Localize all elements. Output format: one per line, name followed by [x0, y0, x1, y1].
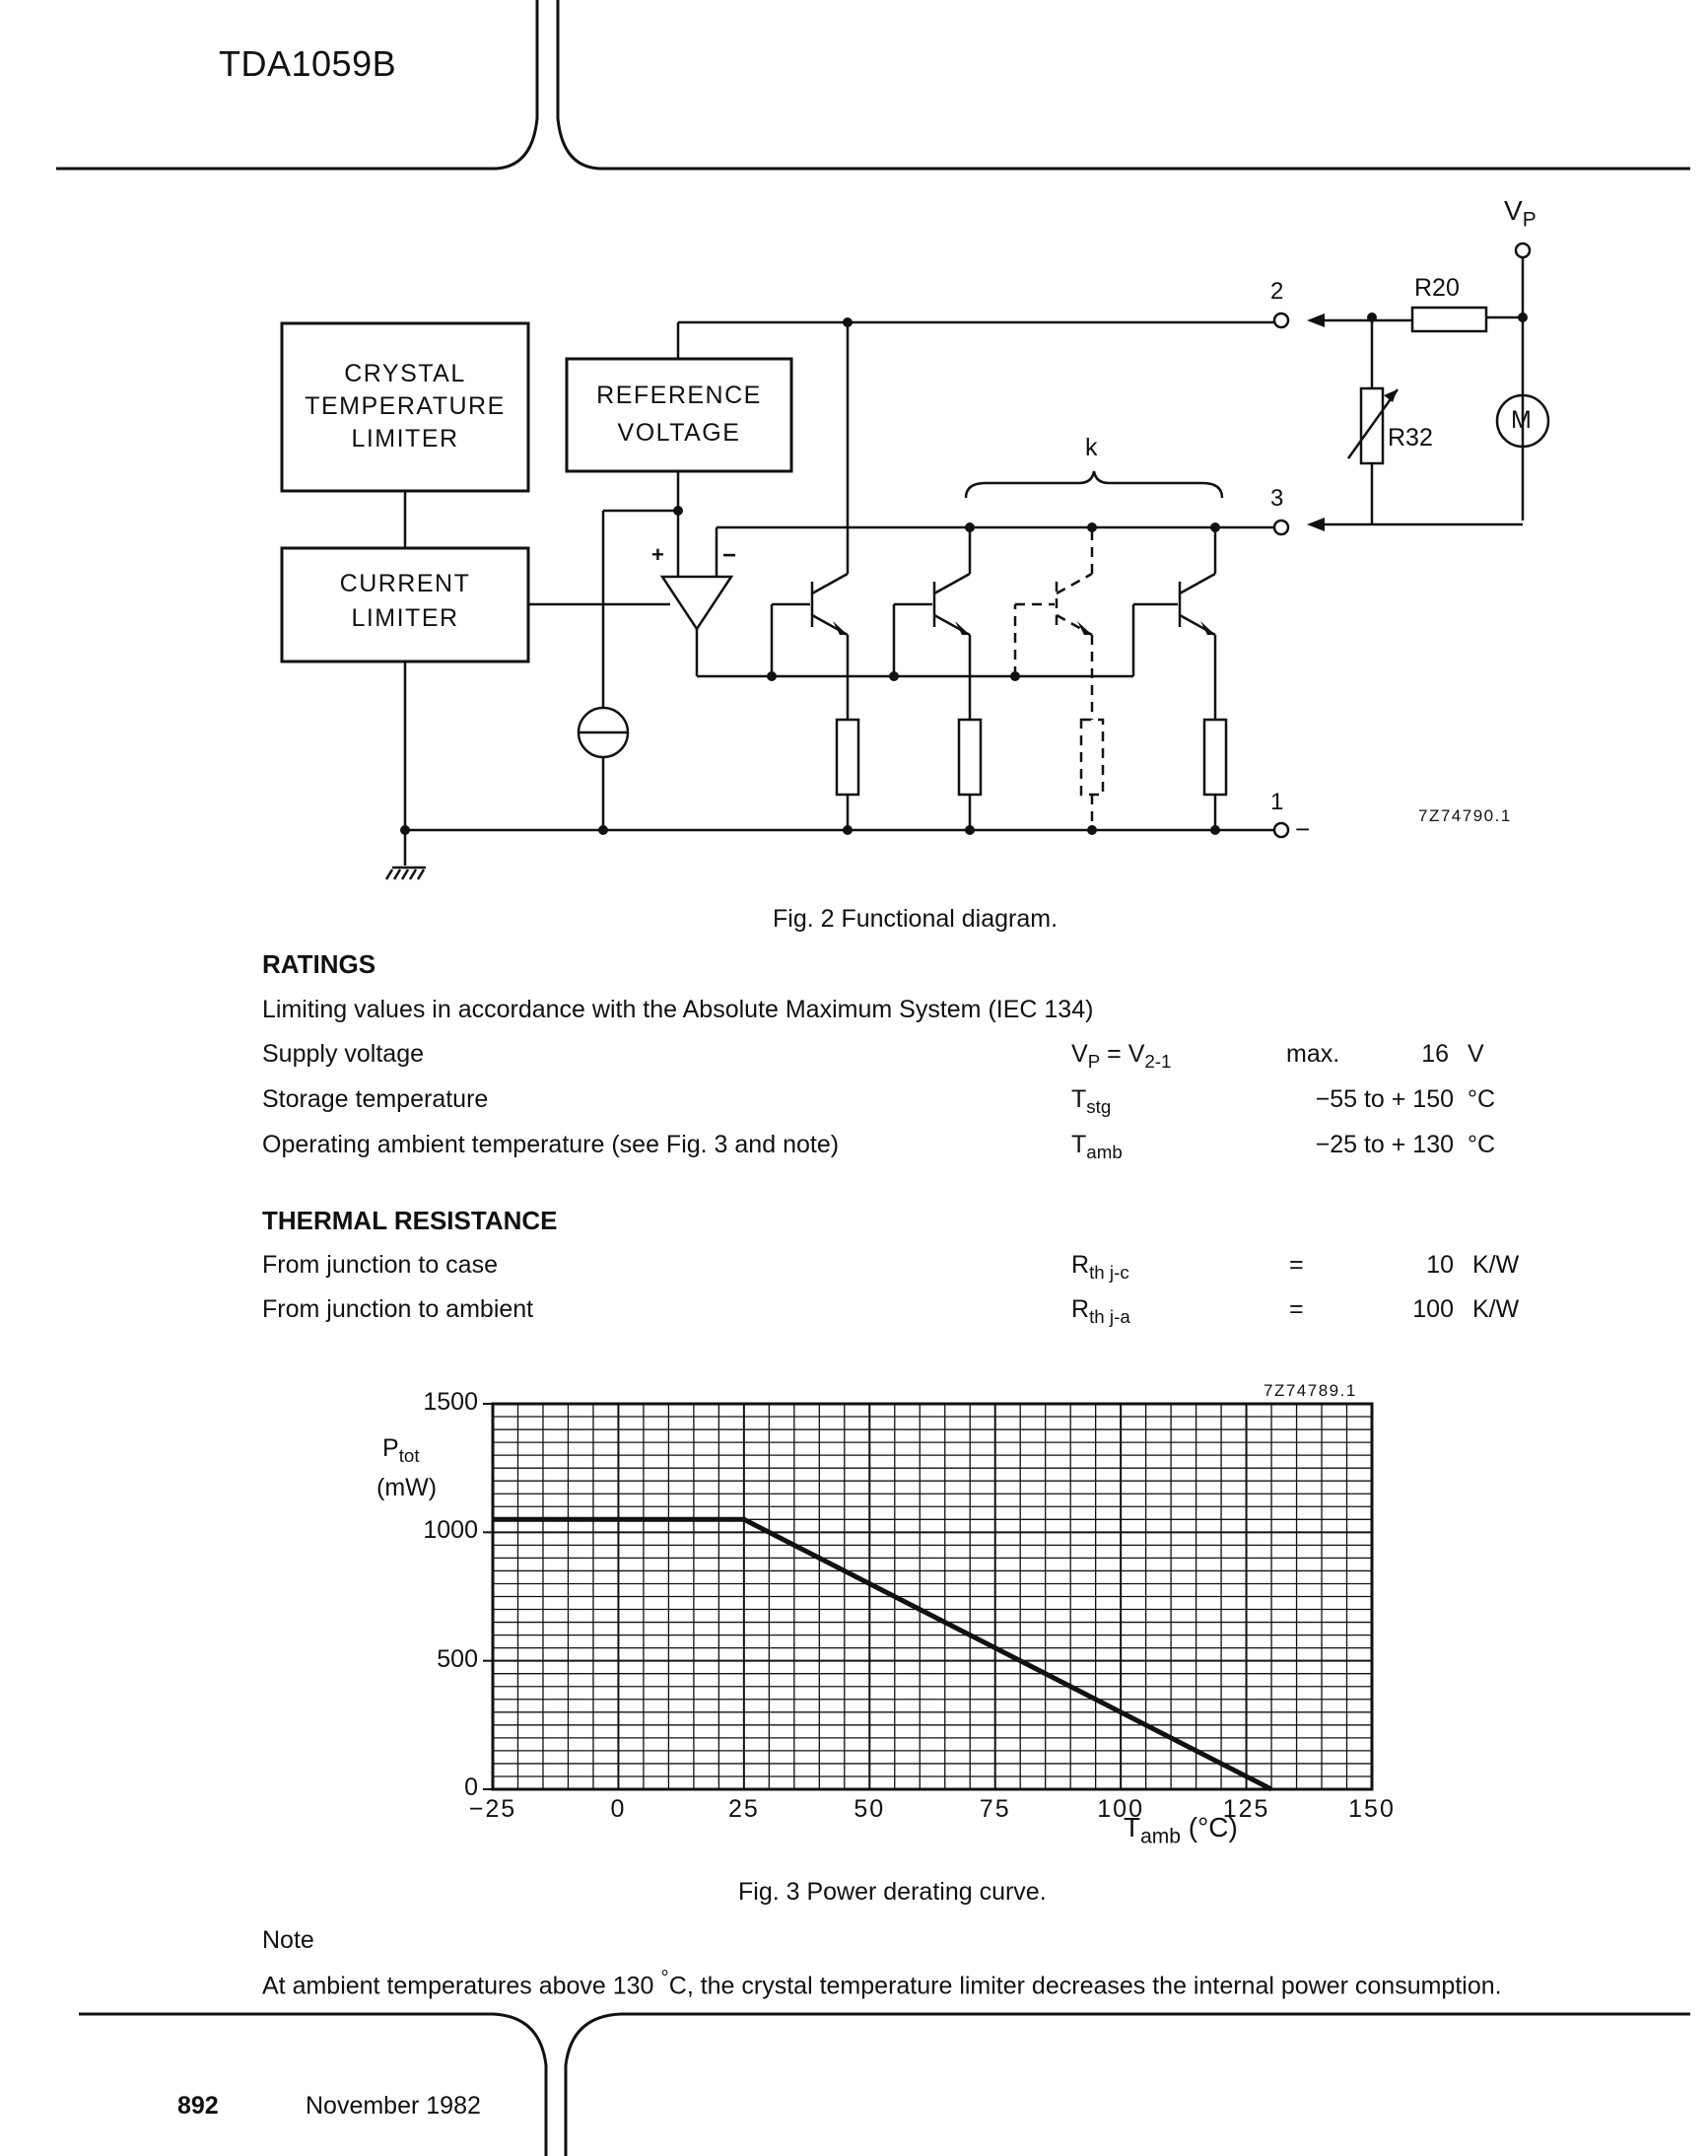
motor-label: M: [1511, 406, 1532, 434]
r20-label: R20: [1414, 274, 1460, 302]
rating-symbol: VP = V2-1: [1071, 1040, 1172, 1072]
x-tick-label: 75: [979, 1795, 1011, 1823]
rating-unit: V: [1468, 1040, 1484, 1068]
ratings-intro: Limiting values in accordance with the A…: [262, 996, 1094, 1023]
y-axis-unit: (mW): [376, 1474, 438, 1501]
note-text: At ambient temperatures above 130 °C, th…: [262, 1967, 1502, 2000]
y-tick-label: 1000: [423, 1516, 478, 1545]
pin3-label: 3: [1270, 485, 1284, 512]
note-title: Note: [262, 1926, 314, 1954]
fig3-caption: Fig. 3 Power derating curve.: [738, 1878, 1047, 1906]
x-axis-label: Tamb (°C): [1124, 1812, 1238, 1848]
rating-unit: °C: [1468, 1131, 1496, 1158]
rating-qualifier: max.: [1286, 1040, 1340, 1068]
chart-series: [493, 1516, 1273, 1792]
plot-frame: [491, 1402, 1374, 1791]
y-axis-label: Ptot: [382, 1434, 420, 1466]
rating-value: −25 to + 130: [1315, 1131, 1454, 1158]
chart-grid: [483, 1402, 1374, 1791]
x-tick-label: 125: [1222, 1795, 1270, 1823]
thermal-unit: K/W: [1472, 1251, 1520, 1279]
pin1-label: 1: [1270, 789, 1284, 815]
opamp-minus: −: [722, 542, 737, 569]
page-number: 892: [177, 2092, 219, 2120]
footer-date: November 1982: [306, 2092, 481, 2120]
thermal-label: From junction to case: [262, 1251, 498, 1279]
x-tick-label: 50: [854, 1795, 886, 1823]
y-tick-label: 1500: [423, 1388, 478, 1416]
x-tick-label: 100: [1097, 1795, 1144, 1823]
thermal-value: 10: [1426, 1251, 1454, 1279]
x-tick-label: 25: [727, 1795, 760, 1823]
thermal-label: From junction to ambient: [262, 1295, 534, 1323]
thermal-symbol: Rth j-a: [1071, 1295, 1130, 1327]
rating-label: Operating ambient temperature (see Fig. …: [262, 1131, 840, 1158]
thermal-symbol: Rth j-c: [1071, 1251, 1129, 1283]
rating-value: −55 to + 150: [1315, 1085, 1454, 1113]
thermal-title: THERMAL RESISTANCE: [262, 1206, 558, 1235]
part-number: TDA1059B: [219, 43, 397, 84]
opamp-plus: +: [651, 542, 664, 567]
fig3-code: 7Z74789.1: [1264, 1381, 1357, 1400]
thermal-unit: K/W: [1472, 1295, 1520, 1323]
x-tick-label: 150: [1348, 1795, 1396, 1823]
x-tick-label: 0: [610, 1795, 627, 1823]
fig2-caption: Fig. 2 Functional diagram.: [773, 905, 1059, 933]
fig2-code: 7Z74790.1: [1418, 806, 1512, 825]
x-tick-label: −25: [468, 1795, 517, 1823]
rating-unit: °C: [1468, 1085, 1496, 1113]
derating-line: [493, 1516, 1273, 1792]
rating-value: 16: [1421, 1040, 1449, 1068]
y-tick-label: 0: [464, 1773, 478, 1801]
ratings-title: RATINGS: [262, 949, 376, 979]
k-label: k: [1085, 434, 1098, 461]
pin2-label: 2: [1270, 278, 1284, 305]
pin1-minus: −: [1295, 814, 1311, 844]
thermal-equals: =: [1289, 1251, 1304, 1279]
thermal-value: 100: [1412, 1295, 1454, 1323]
rating-symbol: Tstg: [1071, 1085, 1112, 1117]
rating-label: Storage temperature: [262, 1085, 489, 1113]
rating-label: Supply voltage: [262, 1040, 425, 1068]
y-tick-label: 500: [437, 1644, 478, 1673]
thermal-equals: =: [1289, 1295, 1304, 1323]
rating-symbol: Tamb: [1071, 1131, 1123, 1162]
vp-label: VP: [1504, 195, 1537, 232]
r32-label: R32: [1388, 424, 1433, 452]
